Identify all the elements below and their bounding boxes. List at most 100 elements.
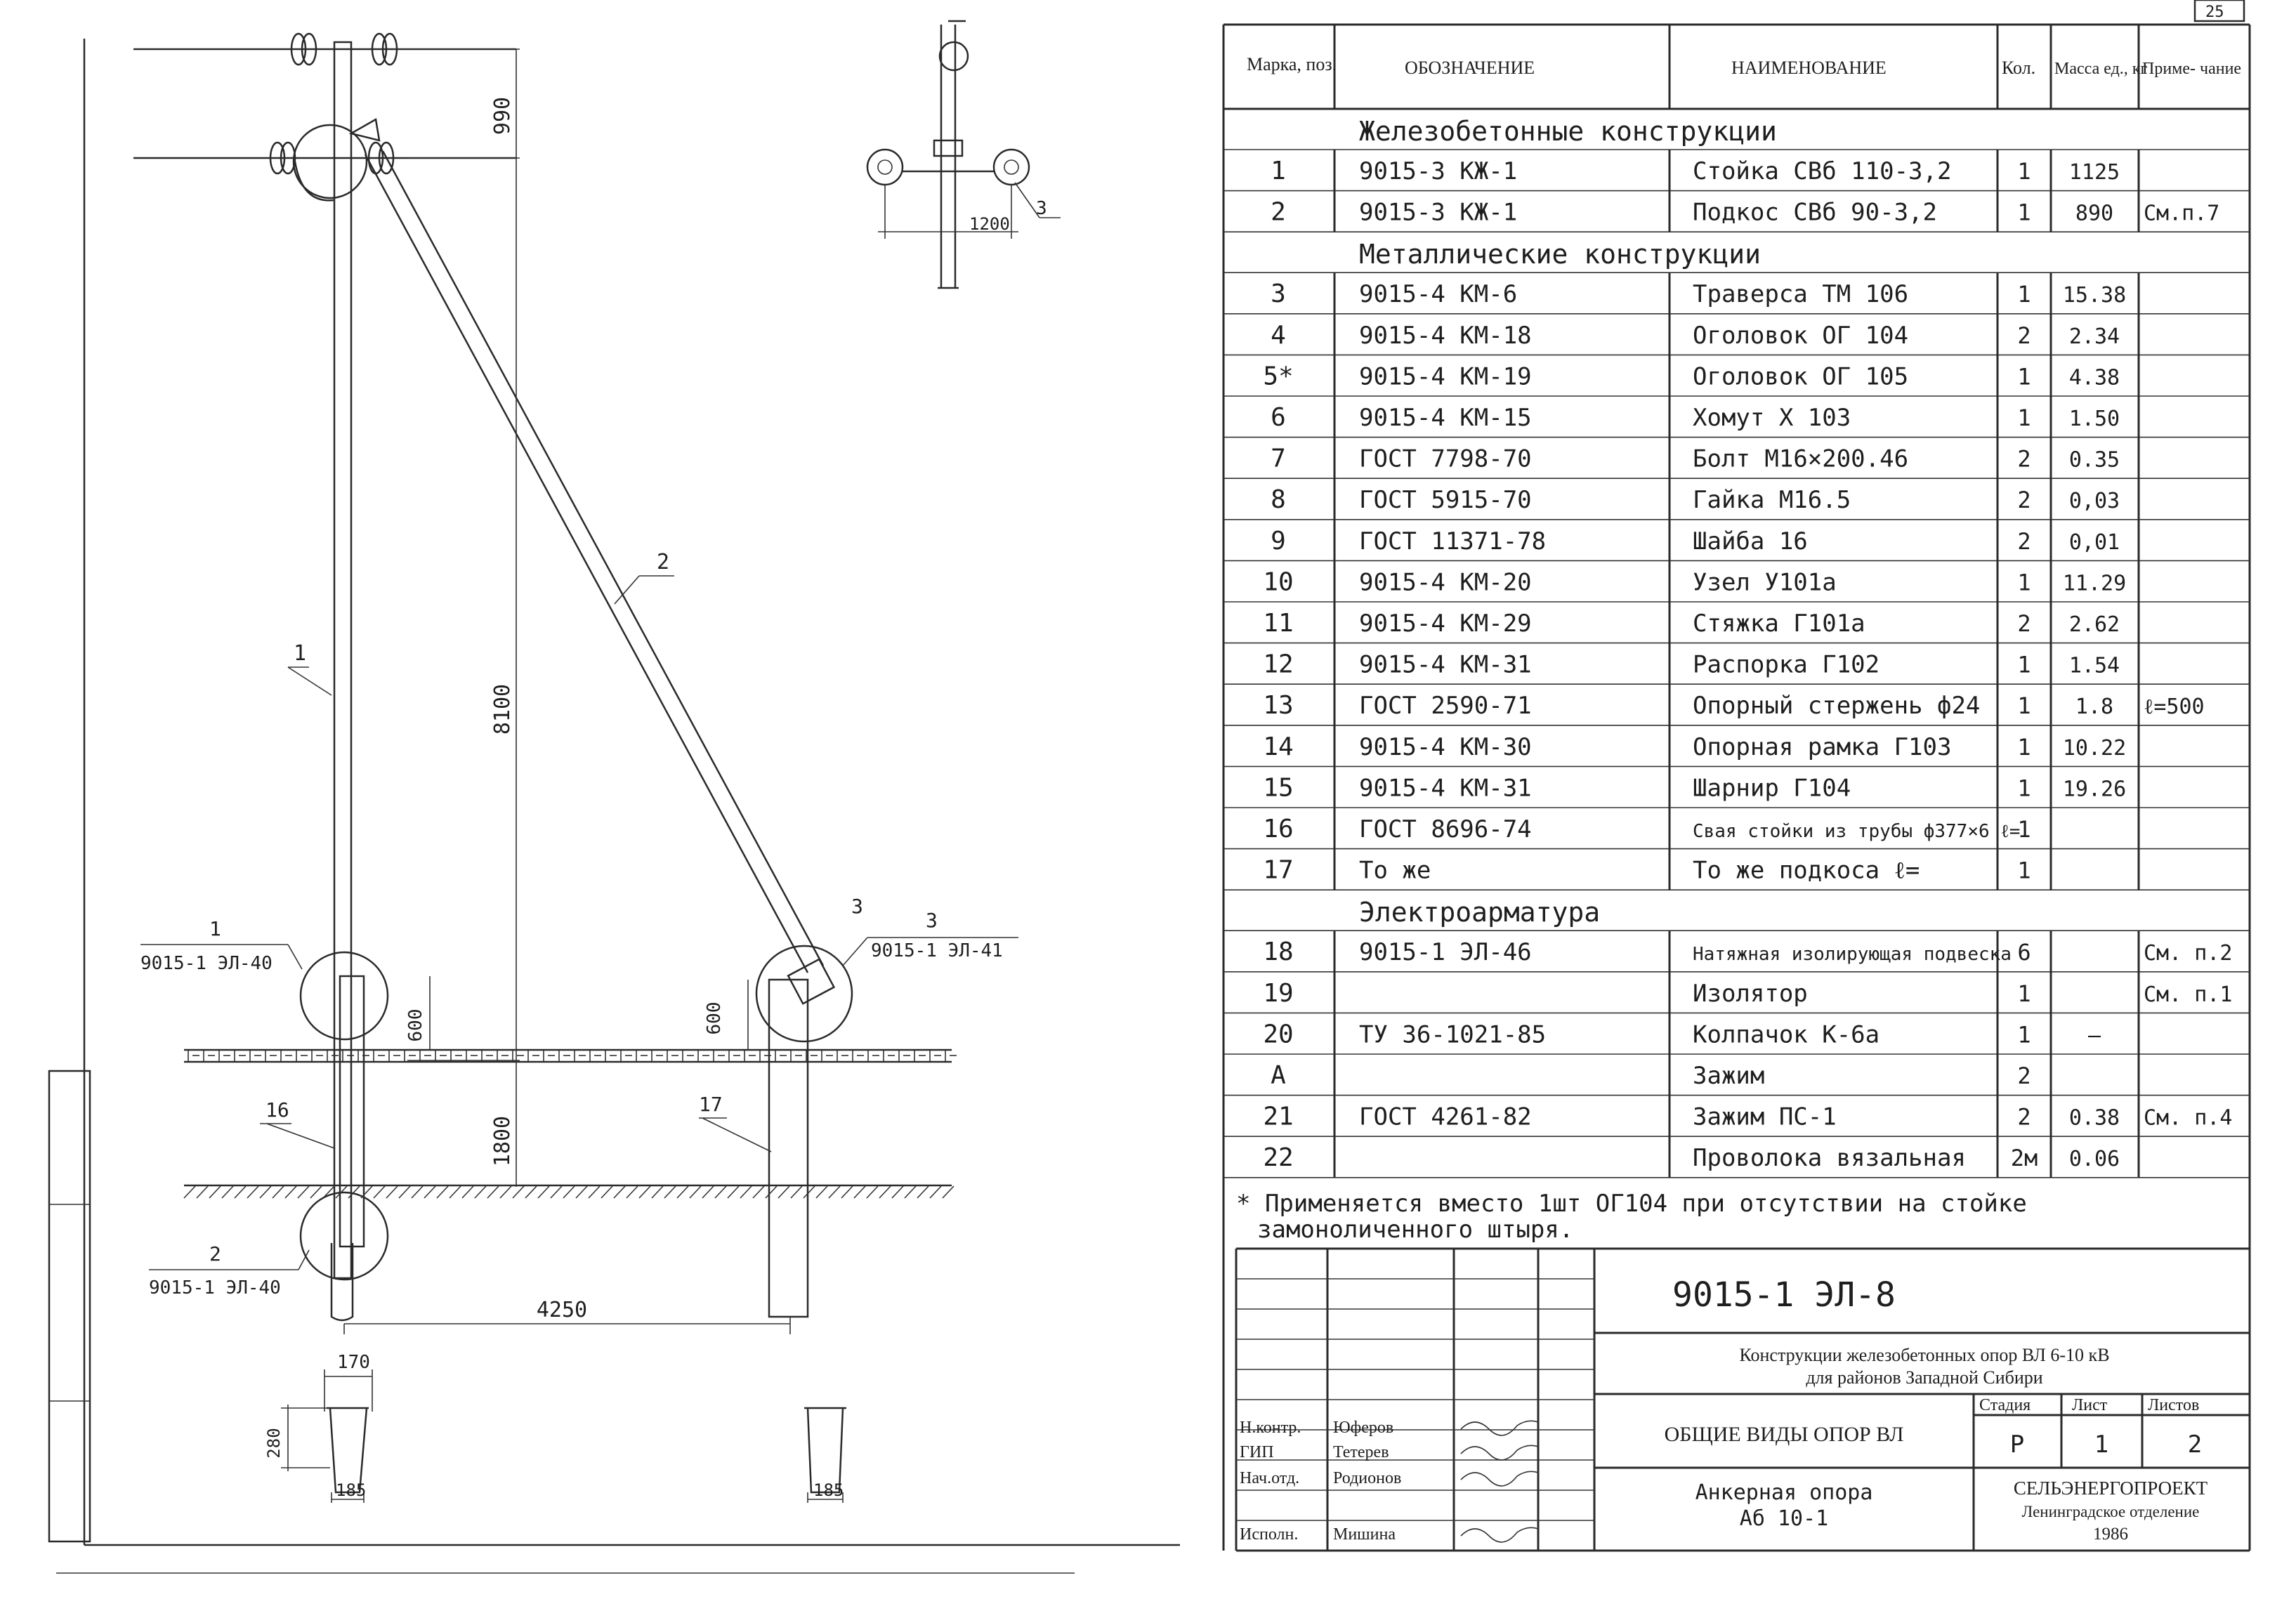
callout-2: 2 [657, 550, 669, 574]
cell-pos: 6 [1271, 403, 1286, 432]
cell-qty: 1 [2017, 775, 2031, 801]
cell-name: Траверса ТМ 106 [1693, 280, 1908, 308]
cell-name: Стойка СВб 110-3,2 [1693, 157, 1951, 185]
cell-qty: 1 [2017, 1021, 2031, 1048]
cell-qty: 2 [2017, 446, 2031, 473]
detail-circle-2 [299, 1191, 389, 1281]
sheets-label: Листов [2148, 1396, 2199, 1414]
cell-mass: 0,01 [2069, 530, 2120, 555]
cell-des: ТУ 36-1021-85 [1359, 1020, 1546, 1048]
callout-16: 16 [265, 1098, 289, 1122]
cell-pos: 16 [1263, 815, 1293, 843]
cell-mass: 0.35 [2069, 448, 2120, 473]
cell-name: Натяжная изолирующая подвеска [1693, 944, 2012, 965]
callout-3: 3 [851, 895, 863, 918]
stamp-person: Родионов [1333, 1469, 1401, 1487]
cell-pos: 21 [1263, 1103, 1293, 1131]
cell-des: ГОСТ 2590-71 [1359, 692, 1532, 720]
cell-mass: – [2088, 1023, 2101, 1048]
cell-pos: 10 [1263, 567, 1293, 596]
dim-600b: 600 [704, 1002, 725, 1035]
cell-pos: 19 [1263, 979, 1293, 1008]
stamp-person: Мишина [1333, 1525, 1396, 1544]
cell-name: Шарнир Г104 [1693, 774, 1851, 802]
detail-circle-top [292, 124, 368, 199]
cell-qty: 1 [2017, 158, 2031, 185]
cell-name: Стяжка Г101а [1693, 610, 1865, 638]
ref-1-doc: 9015-1 ЭЛ-40 [140, 953, 273, 974]
cell-des: 9015-4 КМ-6 [1359, 280, 1517, 308]
cell-name: Опорный стержень ф24 [1693, 692, 1980, 720]
cell-name: Гайка М16.5 [1693, 486, 1851, 514]
dim-185a: 185 [336, 1480, 366, 1500]
cell-pos: 8 [1271, 485, 1286, 514]
stamp-person: Тетерев [1333, 1443, 1389, 1461]
cell-qty: 6 [2017, 939, 2031, 966]
dim-990: 990 [490, 97, 515, 135]
dim-600a: 600 [405, 1009, 426, 1042]
cell-des: То же [1359, 857, 1431, 885]
signature [1460, 1471, 1539, 1487]
cell-mass: 0,03 [2069, 489, 2120, 513]
insulator-icon [269, 32, 398, 202]
dim-185b: 185 [813, 1480, 844, 1500]
cell-mass: 1125 [2069, 160, 2120, 185]
cell-name: Опорная рамка Г103 [1693, 733, 1951, 761]
cell-qty: 2м [2011, 1145, 2038, 1171]
cell-pos: 2 [1271, 198, 1286, 227]
cell-des: 9015-4 КМ-18 [1359, 322, 1532, 350]
cell-qty: 2 [2017, 322, 2031, 349]
cell-pos: 12 [1263, 650, 1293, 679]
dim-170: 170 [337, 1352, 370, 1373]
cell-qty: 2 [2017, 528, 2031, 555]
cell-note: ℓ=500 [2144, 695, 2205, 719]
cell-des: 9015-4 КМ-29 [1359, 610, 1532, 638]
cell-des: 9015-4 КМ-31 [1359, 774, 1532, 802]
cell-des: 9015-3 КЖ-1 [1359, 157, 1517, 185]
cell-name: Колпачок К-6а [1693, 1020, 1880, 1048]
cell-note: См. п.4 [2144, 1106, 2232, 1131]
side-view [866, 20, 1061, 289]
year: 1986 [2093, 1525, 2128, 1544]
cell-des: 9015-4 КМ-20 [1359, 568, 1532, 596]
callout-17: 17 [699, 1093, 723, 1116]
cell-mass: 11.29 [2063, 571, 2126, 596]
cell-des: 9015-1 ЭЛ-46 [1359, 938, 1532, 966]
ref-2-doc: 9015-1 ЭЛ-40 [149, 1277, 281, 1298]
cell-qty: 1 [2017, 652, 2031, 678]
cell-pos: 20 [1263, 1020, 1293, 1048]
footnote-line2: замоноличенного штыря. [1257, 1216, 1573, 1244]
cell-mass: 2.62 [2069, 612, 2120, 637]
cell-des: ГОСТ 8696-74 [1359, 815, 1532, 843]
cell-qty: 1 [2017, 692, 2031, 719]
stamp-role: Нач.отд. [1240, 1469, 1299, 1487]
col-designation: ОБОЗНАЧЕНИЕ [1405, 58, 1535, 78]
col-qty: Кол. [2002, 58, 2035, 78]
soil-hatch [183, 1185, 955, 1199]
org-branch: Ленинградское отделение [2022, 1503, 2200, 1520]
callout-1: 1 [294, 641, 306, 666]
dim-8100: 8100 [490, 684, 515, 735]
cell-note: См.п.7 [2144, 202, 2219, 226]
binding-strip [48, 1070, 91, 1543]
cell-des: ГОСТ 11371-78 [1359, 527, 1546, 555]
stage-label: Стадия [1979, 1396, 2031, 1414]
ref-2-num: 2 [209, 1242, 221, 1265]
cell-mass: 0.06 [2069, 1147, 2120, 1171]
cell-pos: А [1271, 1061, 1286, 1090]
cell-name: Проволока вязальная [1693, 1144, 1966, 1172]
